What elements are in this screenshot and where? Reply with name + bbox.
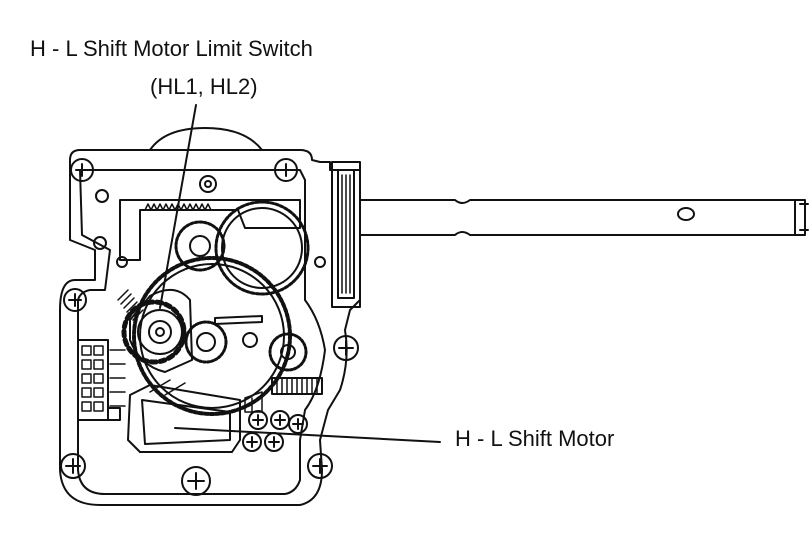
screw-boss-left xyxy=(63,288,87,312)
hole-4 xyxy=(116,256,128,268)
wire-harness xyxy=(109,349,126,407)
screw-boss-inner-1 xyxy=(248,410,268,430)
motor-label: H - L Shift Motor xyxy=(455,426,615,451)
limit-switch-leader-line xyxy=(159,104,197,309)
limit-switch-sector xyxy=(129,289,193,373)
limit-switch-label-line2: (HL1, HL2) xyxy=(150,74,258,99)
hole-1 xyxy=(199,175,217,193)
limit-switch-center xyxy=(155,327,165,337)
screw-boss-bottom-center xyxy=(181,466,211,496)
screw-boss-right xyxy=(333,335,359,361)
hole-6 xyxy=(314,256,326,268)
small-terminal xyxy=(107,407,121,421)
screw-boss-inner-5 xyxy=(264,432,284,452)
motor-leader-line xyxy=(174,427,441,443)
top-boss xyxy=(149,127,263,151)
screw-boss-bottom-left xyxy=(60,453,86,479)
shaft-seal xyxy=(337,169,355,299)
hole-1-inner xyxy=(204,180,212,188)
hole-2 xyxy=(93,236,107,250)
motor-hatch xyxy=(149,379,186,396)
screw-boss-bottom-right xyxy=(307,453,333,479)
connector-pins xyxy=(81,345,104,412)
limit-switch-highlight xyxy=(121,299,187,365)
main-gear-slot xyxy=(214,315,263,325)
motor-body xyxy=(127,384,241,453)
hole-3 xyxy=(95,189,109,203)
screw-boss-inner-4 xyxy=(242,432,262,452)
right-gear-hub xyxy=(280,344,296,360)
right-gear-teeth xyxy=(268,332,308,372)
motor-inner xyxy=(141,399,231,445)
housing-outline xyxy=(59,149,361,506)
screw-boss-inner-3 xyxy=(288,414,308,434)
idler-gear-upper-body xyxy=(221,207,303,289)
connector-housing xyxy=(77,339,109,421)
housing-inner-edge xyxy=(77,169,326,495)
limit-switch-label-line1: H - L Shift Motor Limit Switch xyxy=(30,36,313,61)
pcb-traces xyxy=(244,391,263,413)
limit-switch-gear xyxy=(137,309,183,355)
shaft-hole xyxy=(677,207,695,221)
output-shaft xyxy=(359,199,806,236)
main-gear-teeth xyxy=(132,256,292,416)
contact-fingers xyxy=(117,289,144,321)
center-pinion-teeth xyxy=(184,320,228,364)
worm-spring-coils xyxy=(276,377,318,395)
main-gear-body xyxy=(139,263,285,409)
screw-boss-top-left xyxy=(70,158,94,182)
small-gear-upper xyxy=(174,220,226,272)
limit-switch-hub xyxy=(148,320,172,344)
hole-5 xyxy=(242,332,258,348)
small-gear-upper-hub xyxy=(189,235,211,257)
center-pinion-hub xyxy=(196,332,216,352)
screw-boss-top-right xyxy=(274,158,298,182)
shaft-seal-stripes xyxy=(341,174,351,294)
shaft-spline-end xyxy=(794,199,809,236)
idler-gear-upper xyxy=(214,200,310,296)
screw-boss-inner-2 xyxy=(270,410,290,430)
